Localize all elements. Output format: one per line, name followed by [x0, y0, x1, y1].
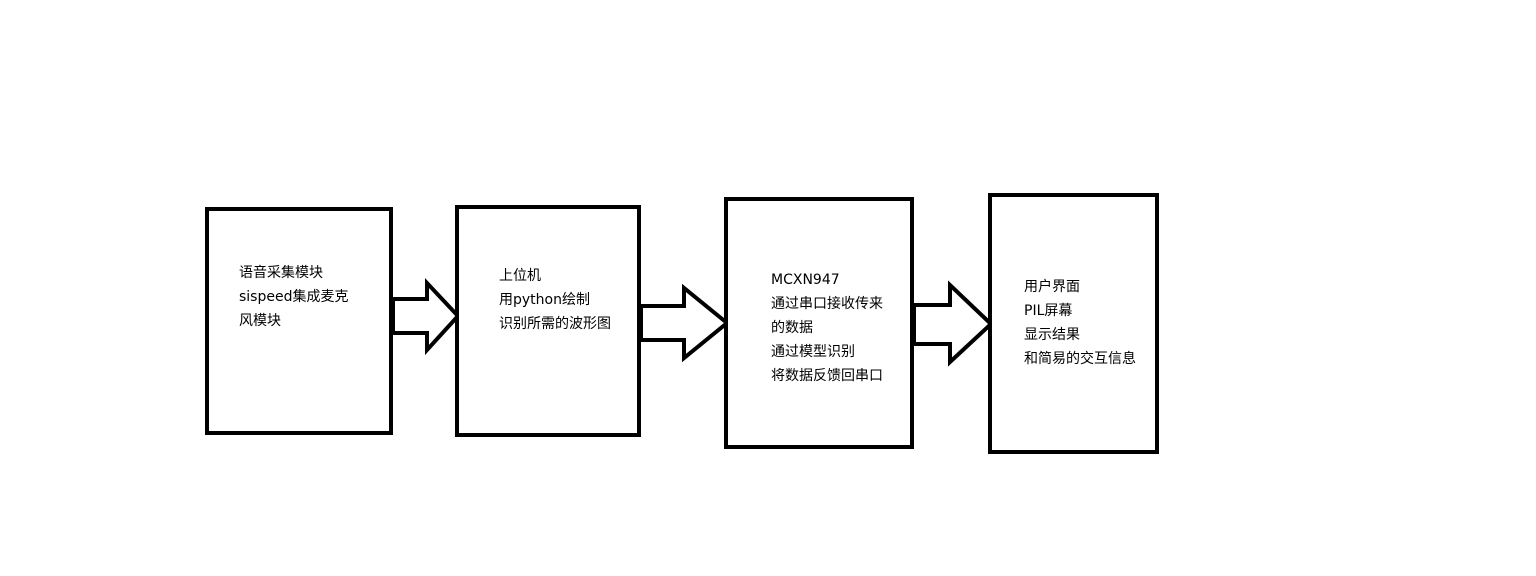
node-line: 通过串口接收传来: [771, 296, 883, 312]
node-line: 将数据反馈回串口: [771, 368, 883, 384]
node-line: 的数据: [771, 320, 813, 336]
node-line: sispeed集成麦克: [239, 289, 349, 305]
node-line: 识别所需的波形图: [499, 316, 611, 332]
node-host-pc-text: 上位机 用python绘制 识别所需的波形图: [499, 264, 611, 336]
node-line: 风模块: [239, 313, 281, 329]
node-line: 显示结果: [1024, 327, 1080, 343]
node-line: MCXN947: [771, 272, 840, 288]
node-voice-capture: 语音采集模块 sispeed集成麦克 风模块: [205, 207, 393, 435]
node-mcxn947: MCXN947 通过串口接收传来 的数据 通过模型识别 将数据反馈回串口: [724, 197, 914, 449]
arrow-host-to-mcxn: [639, 283, 731, 363]
node-line: 语音采集模块: [239, 265, 323, 281]
arrow-mcxn-to-ui: [912, 280, 994, 367]
node-user-interface: 用户界面 PIL屏幕 显示结果 和简易的交互信息: [988, 193, 1159, 454]
node-voice-capture-text: 语音采集模块 sispeed集成麦克 风模块: [239, 261, 348, 333]
node-line: 通过模型识别: [771, 344, 855, 360]
node-host-pc: 上位机 用python绘制 识别所需的波形图: [455, 205, 641, 437]
node-line: 上位机: [499, 268, 541, 284]
node-line: PIL屏幕: [1024, 303, 1073, 319]
node-line: 用python绘制: [499, 292, 590, 308]
node-user-interface-text: 用户界面 PIL屏幕 显示结果 和简易的交互信息: [1024, 275, 1136, 371]
arrow-voice-to-host: [391, 277, 461, 356]
node-mcxn947-text: MCXN947 通过串口接收传来 的数据 通过模型识别 将数据反馈回串口: [771, 268, 883, 388]
node-line: 和简易的交互信息: [1024, 351, 1136, 367]
node-line: 用户界面: [1024, 279, 1080, 295]
